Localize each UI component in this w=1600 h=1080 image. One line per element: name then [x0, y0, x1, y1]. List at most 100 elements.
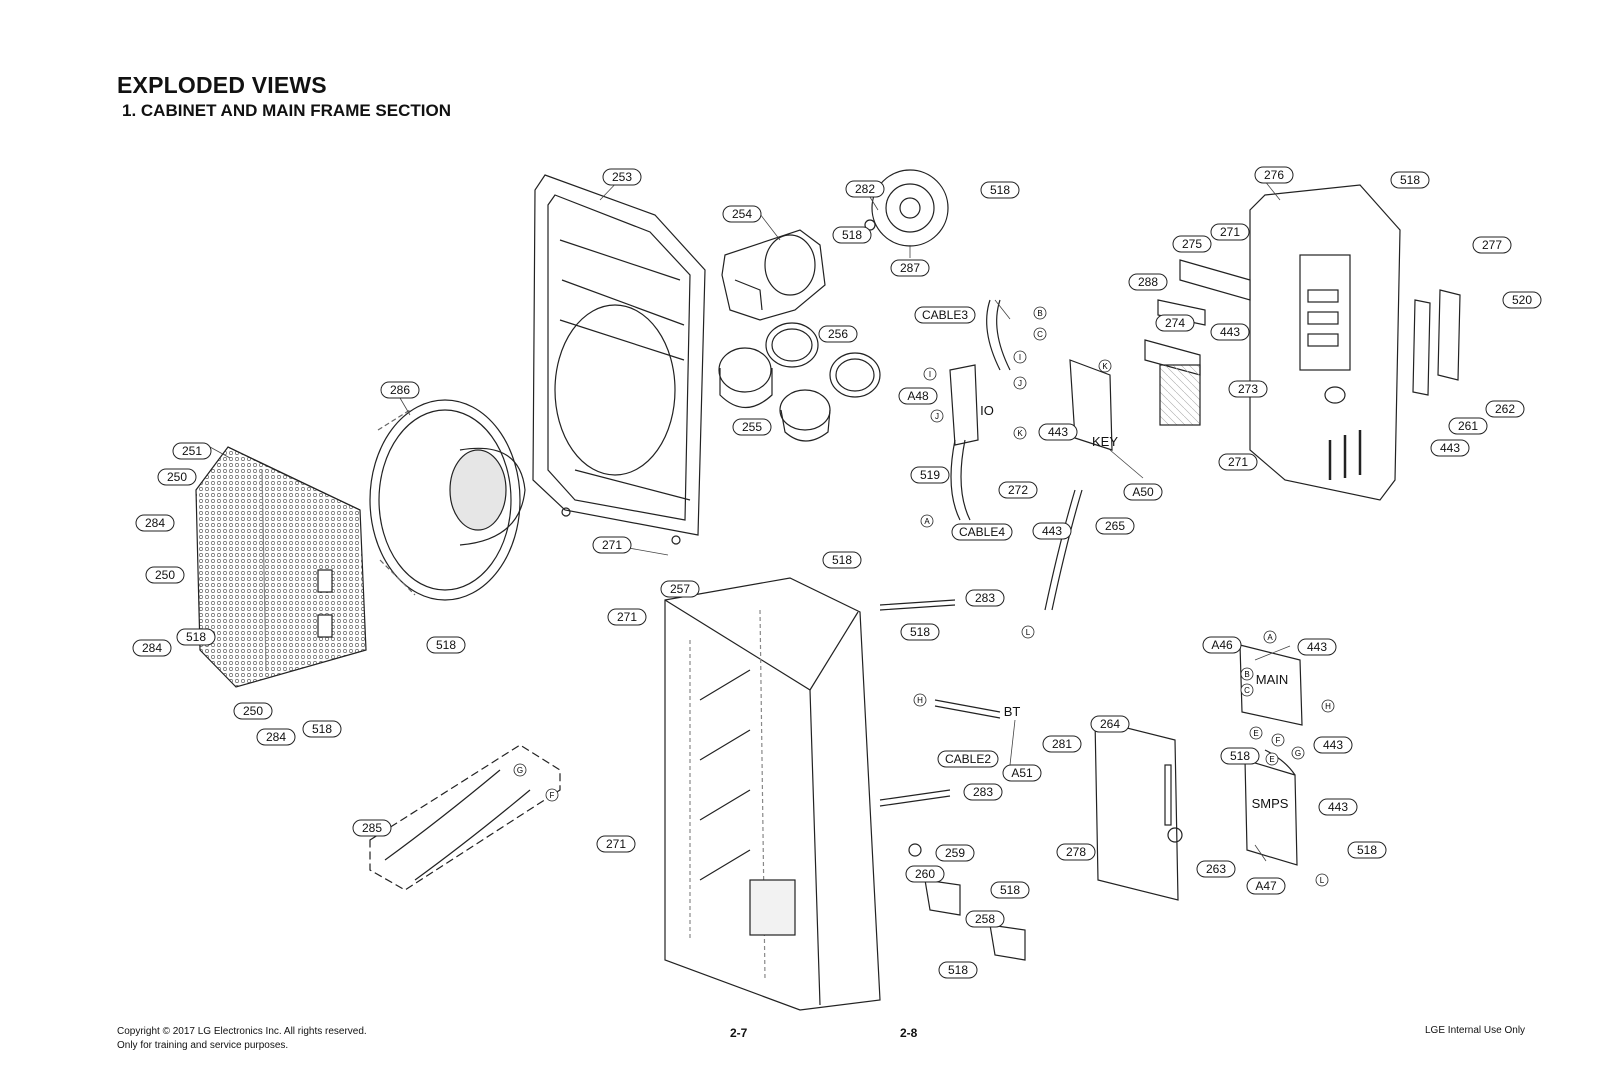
connector-marker-a: A	[920, 514, 934, 528]
callout-p264: 264	[1090, 715, 1130, 733]
callout-p284_a: 284	[135, 514, 175, 532]
board-label-smps: SMPS	[1252, 796, 1289, 811]
callout-p271_c: 271	[596, 835, 636, 853]
connector-letter: F	[1276, 736, 1281, 745]
connector-marker-e: E	[1249, 726, 1263, 740]
horn-shape	[721, 229, 826, 321]
callout-p250_b: 250	[145, 566, 185, 584]
callout-label: 443	[1440, 441, 1460, 455]
callout-label: 518	[948, 963, 968, 977]
callout-label: 254	[732, 207, 752, 221]
callout-label: 277	[1482, 238, 1502, 252]
handle-brackets-shape	[908, 843, 1026, 961]
callout-label: 284	[266, 730, 286, 744]
connector-marker-g: G	[1291, 746, 1305, 760]
callout-p276: 276	[1254, 166, 1294, 184]
callout-p443_e: 443	[1297, 638, 1337, 656]
callout-p288: 288	[1128, 273, 1168, 291]
callout-label: CABLE4	[959, 525, 1005, 539]
callout-label: 284	[145, 516, 165, 530]
callout-label: 518	[1230, 749, 1250, 763]
callout-p283_a: 283	[965, 589, 1005, 607]
callout-label: 443	[1048, 425, 1068, 439]
callout-p518_e: 518	[822, 551, 862, 569]
callout-p254: 254	[722, 205, 762, 223]
connector-letter: A	[1267, 633, 1273, 642]
callout-label: 519	[920, 468, 940, 482]
callout-label: 260	[915, 867, 935, 881]
callout-p271_e: 271	[1218, 453, 1258, 471]
speaker-cable-set-shape	[369, 744, 561, 891]
connector-marker-g: G	[513, 763, 527, 777]
callout-p255: 255	[732, 418, 772, 436]
connector-marker-b: B	[1033, 306, 1047, 320]
callout-label: 283	[973, 785, 993, 799]
callout-label: 518	[990, 183, 1010, 197]
pcb-boards-shape	[949, 359, 1303, 901]
callout-label: A51	[1011, 766, 1033, 780]
callout-p261: 261	[1448, 417, 1488, 435]
callout-label: 518	[832, 553, 852, 567]
callout-cable2: CABLE2	[937, 750, 999, 768]
connector-marker-i: I	[1013, 350, 1027, 364]
callout-p520: 520	[1502, 291, 1542, 309]
callout-label: 518	[910, 625, 930, 639]
woofer-shape	[369, 399, 526, 601]
callout-label: A46	[1211, 638, 1233, 652]
callout-a48: A48	[898, 387, 938, 405]
callout-p286: 286	[380, 381, 420, 399]
callout-label: 263	[1206, 862, 1226, 876]
callout-label: 281	[1052, 737, 1072, 751]
copyright-notice: Copyright © 2017 LG Electronics Inc. All…	[117, 1025, 367, 1053]
callout-p518_b: 518	[832, 226, 872, 244]
callout-p271_d: 271	[1210, 223, 1250, 241]
connector-letter: H	[917, 696, 923, 705]
callout-label: 518	[842, 228, 862, 242]
callout-p277: 277	[1472, 236, 1512, 254]
cables-shape	[879, 299, 1296, 807]
callout-label: 518	[312, 722, 332, 736]
callout-p251: 251	[172, 442, 212, 460]
callout-label: CABLE2	[945, 752, 991, 766]
connector-marker-j: J	[1013, 376, 1027, 390]
port-tubes-shape	[718, 322, 881, 442]
callout-a46: A46	[1202, 636, 1242, 654]
callout-label: 271	[606, 837, 626, 851]
connector-letter: L	[1320, 876, 1325, 885]
front-baffle-shape	[532, 174, 706, 545]
callout-label: 518	[1000, 883, 1020, 897]
callout-a47: A47	[1246, 877, 1286, 895]
callout-label: 259	[945, 846, 965, 860]
driver-shape	[864, 169, 949, 247]
callout-label: 276	[1264, 168, 1284, 182]
callout-label: 271	[1228, 455, 1248, 469]
callout-label: 255	[742, 420, 762, 434]
callout-p283_b: 283	[963, 783, 1003, 801]
callout-p278: 278	[1056, 843, 1096, 861]
connector-marker-c: C	[1033, 327, 1047, 341]
callout-p259: 259	[935, 844, 975, 862]
callout-p282: 282	[845, 180, 885, 198]
connector-marker-k: K	[1013, 426, 1027, 440]
connector-marker-b: B	[1240, 667, 1254, 681]
callout-label: 262	[1495, 402, 1515, 416]
page-number-right: 2-8	[900, 1026, 918, 1040]
board-label-key: KEY	[1092, 434, 1118, 449]
rear-panel-shape	[1249, 184, 1401, 501]
callout-p274: 274	[1155, 314, 1195, 332]
callout-p271_b: 271	[607, 608, 647, 626]
connector-letter: E	[1253, 729, 1258, 738]
callout-label: A47	[1255, 879, 1277, 893]
callout-label: 250	[243, 704, 263, 718]
connector-marker-k: K	[1098, 359, 1112, 373]
callout-p258: 258	[965, 910, 1005, 928]
callout-label: 274	[1165, 316, 1185, 330]
connector-letter: L	[1026, 628, 1031, 637]
callout-label: 282	[855, 182, 875, 196]
section-subtitle: 1. CABINET AND MAIN FRAME SECTION	[122, 101, 451, 120]
connector-letter: E	[1269, 755, 1274, 764]
callout-p250_a: 250	[157, 468, 197, 486]
callout-p262: 262	[1485, 400, 1525, 418]
callout-label: 520	[1512, 293, 1532, 307]
